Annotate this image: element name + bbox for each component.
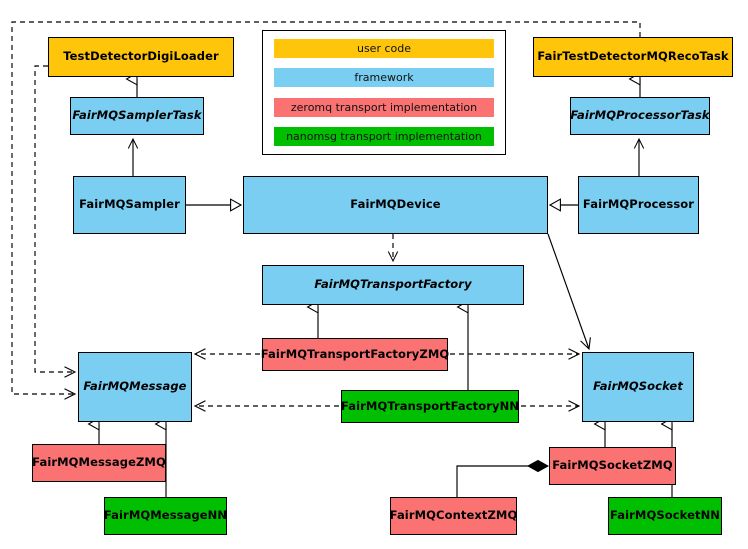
legend-row-nanomsg-transport: nanomsg transport implementation xyxy=(274,126,494,146)
legend-row-zeromq-transport: zeromq transport implementation xyxy=(274,97,494,117)
class-box-FairMQSocketZMQ[interactable]: FairMQSocketZMQ xyxy=(549,447,676,485)
class-box-FairMQSampler[interactable]: FairMQSampler xyxy=(73,176,186,234)
class-box-FairMQTransportFactoryZMQ[interactable]: FairMQTransportFactoryZMQ xyxy=(261,338,449,371)
class-box-FairMQDevice[interactable]: FairMQDevice xyxy=(243,176,548,234)
edge-device-to-socket xyxy=(547,233,591,351)
edge-contextzmq-to-socketzmq xyxy=(456,466,548,497)
class-box-FairMQSamplerTask[interactable]: FairMQSamplerTask xyxy=(70,97,204,135)
class-box-FairMQTransportFactory[interactable]: FairMQTransportFactory xyxy=(262,265,524,305)
class-box-TestDetectorDigiLoader[interactable]: TestDetectorDigiLoader xyxy=(48,37,234,77)
class-box-FairMQSocketNN[interactable]: FairMQSocketNN xyxy=(608,497,722,535)
class-box-FairMQMessageZMQ[interactable]: FairMQMessageZMQ xyxy=(32,444,166,482)
class-box-FairMQSocket[interactable]: FairMQSocket xyxy=(582,352,694,422)
class-box-FairMQProcessorTask[interactable]: FairMQProcessorTask xyxy=(570,97,710,135)
class-box-FairMQContextZMQ[interactable]: FairMQContextZMQ xyxy=(390,497,517,535)
color-legend: user code framework zeromq transport imple… xyxy=(262,30,506,155)
class-box-FairMQProcessor[interactable]: FairMQProcessor xyxy=(578,176,699,234)
class-box-FairTestDetectorMQRecoTask[interactable]: FairTestDetectorMQRecoTask xyxy=(533,37,733,77)
legend-row-framework: framework xyxy=(274,68,494,88)
edge-digiloader-to-message xyxy=(34,65,77,378)
class-box-FairMQTransportFactoryNN[interactable]: FairMQTransportFactoryNN xyxy=(341,390,519,423)
class-box-FairMQMessage[interactable]: FairMQMessage xyxy=(78,352,192,422)
legend-row-user-code: user code xyxy=(274,39,494,58)
class-box-FairMQMessageNN[interactable]: FairMQMessageNN xyxy=(104,497,227,535)
